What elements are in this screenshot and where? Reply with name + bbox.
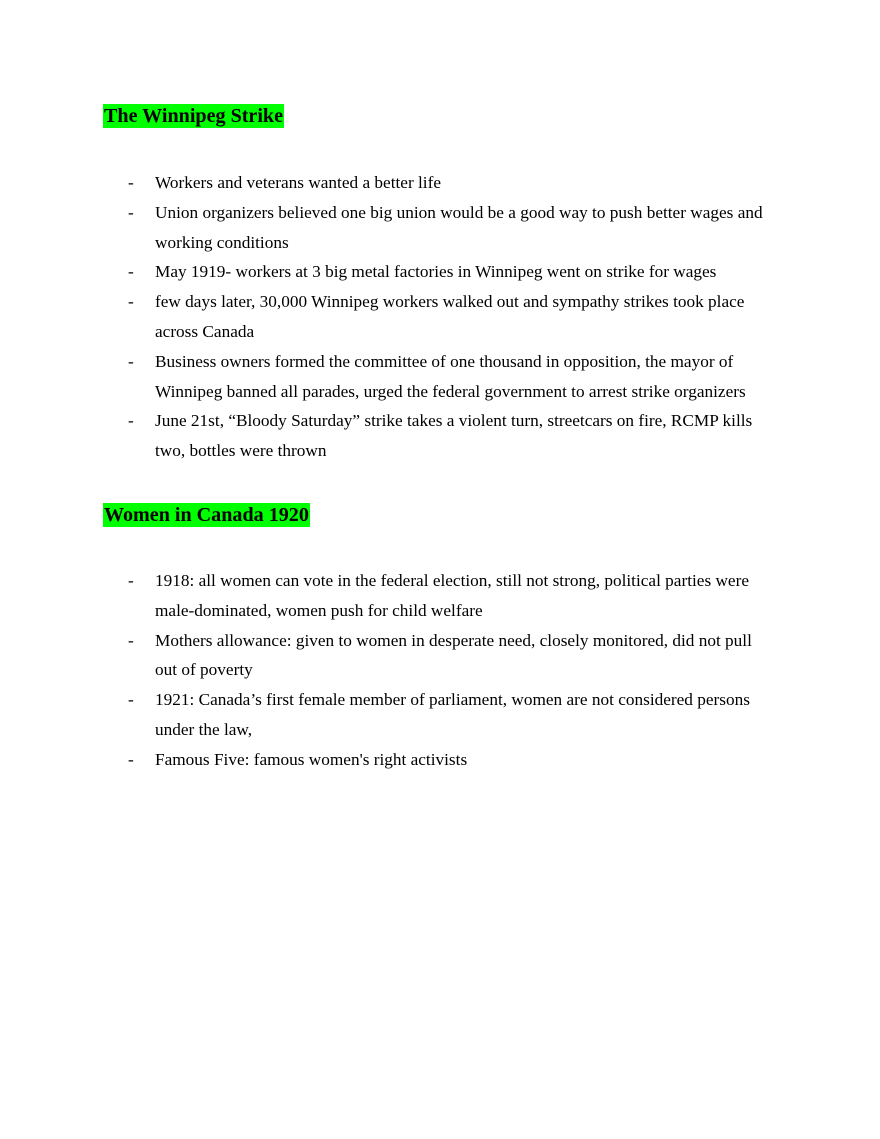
list-item: - Business owners formed the committee of… [128,347,778,407]
list-item: - June 21st, “Bloody Saturday” strike tak… [128,406,778,466]
list-item: - 1921: Canada’s first female member of p… [128,685,778,745]
list-item-text: Workers and veterans wanted a better lif… [155,173,441,192]
list-item-text: May 1919- workers at 3 big metal factori… [155,262,717,282]
list-item-text: 1918: all women can vote in the federal … [155,571,749,620]
bullet-list: - Workers and veterans wanted a better li… [128,168,778,466]
list-item-text: June 21st, “Bloody Saturday” strike take… [155,411,753,461]
bullet-list: - 1918: all women can vote in the federal… [128,566,778,775]
list-item: - May 1919- workers at 3 big metal factor… [128,257,778,287]
list-item: - Workers and veterans wanted a better li… [128,168,778,198]
list-item-text: Business owners formed the committee of … [155,351,746,401]
list-item: - 1918: all women can vote in the federal… [128,566,778,626]
list-item-text: few days later, 30,000 Winnipeg workers … [155,292,745,341]
list-item: - few days later, 30,000 Winnipeg workers… [128,287,778,347]
bullet-dash: - [128,411,134,431]
list-item-text: Mothers allowance: given to women in des… [155,630,752,680]
bullet-dash: - [128,690,134,710]
bullet-dash: - [128,202,134,222]
list-item: - Famous Five: famous women's right activ… [128,745,778,775]
section-heading: Women in Canada 1920 [103,503,310,527]
bullet-dash: - [128,630,134,650]
list-item-text: 1921: Canada’s first female member of pa… [155,690,750,739]
bullet-dash: - [128,262,134,282]
list-item-text: Union organizers believed one big union … [155,202,763,252]
bullet-dash: - [128,571,134,590]
bullet-dash: - [128,292,134,312]
bullet-dash: - [128,749,134,769]
bullet-dash: - [128,173,134,192]
list-item-text: Famous Five: famous women's right activi… [155,749,468,769]
bullet-dash: - [128,351,134,371]
section-heading: The Winnipeg Strike [103,104,285,128]
list-item: - Union organizers believed one big union… [128,198,778,258]
list-item: - Mothers allowance: given to women in de… [128,626,778,686]
